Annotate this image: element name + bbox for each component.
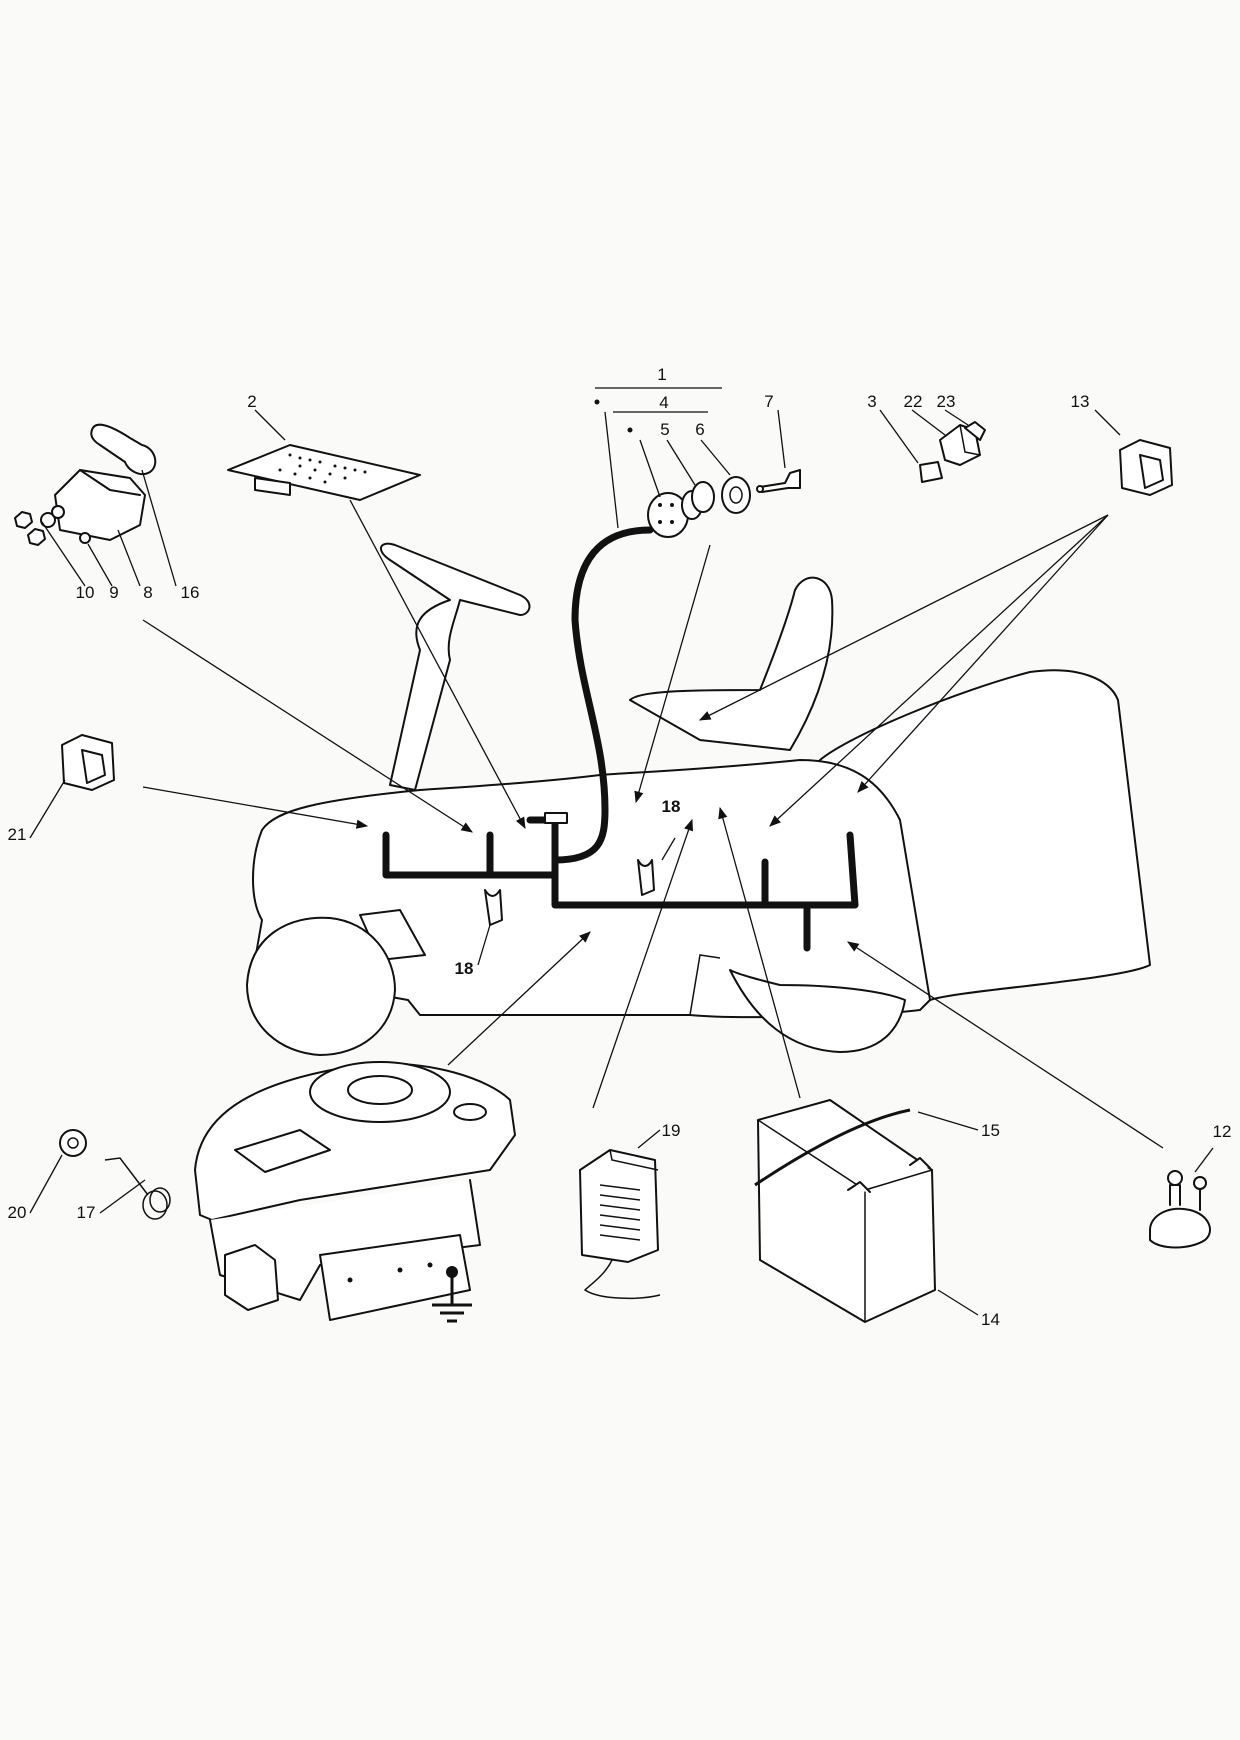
part-23-connector [964, 421, 986, 441]
tractor-outline [246, 542, 1151, 1056]
label-17: 17 [77, 1203, 96, 1222]
part-13-switch [1119, 439, 1173, 496]
leader-lines [29, 387, 1214, 1316]
label-14: 14 [981, 1310, 1000, 1329]
label-15: 15 [981, 1121, 1000, 1140]
part-6-ring [721, 476, 751, 514]
ground-symbol-icon [432, 1266, 472, 1323]
label-12: 12 [1213, 1122, 1232, 1141]
part-5-nut [681, 481, 715, 520]
part-15-strap [754, 1108, 911, 1187]
label-18-upper: 18 [662, 797, 681, 816]
label-19: 19 [662, 1121, 681, 1140]
label-5: 5 [660, 420, 669, 439]
label-18-lower: 18 [455, 959, 474, 978]
part-22-relay [939, 424, 981, 466]
label-23: 23 [937, 392, 956, 411]
label-13: 13 [1071, 392, 1090, 411]
label-8: 8 [143, 583, 152, 602]
part-7-key [756, 469, 801, 493]
part-9-bolt [79, 532, 91, 544]
part-20-washer [59, 1129, 87, 1157]
callout-labels: 1 2 3 4 5 6 7 8 9 10 12 13 14 15 16 17 1… [8, 365, 1232, 1329]
part-21-switch [61, 734, 115, 791]
label-20: 20 [8, 1203, 27, 1222]
part-2-circuit-board [227, 444, 421, 501]
part-10-nuts [14, 511, 46, 546]
part-12-terminal [1149, 1170, 1211, 1249]
label-7: 7 [764, 392, 773, 411]
part-16-terminal-cap [90, 423, 157, 476]
label-3: 3 [867, 392, 876, 411]
part-3-fuse [919, 461, 943, 483]
harness-clip-18b [637, 859, 655, 896]
label-2: 2 [247, 392, 256, 411]
label-9: 9 [109, 583, 118, 602]
label-10: 10 [76, 583, 95, 602]
arrows [142, 499, 1164, 1149]
label-22: 22 [904, 392, 923, 411]
label-1: 1 [657, 365, 666, 384]
label-21: 21 [8, 825, 27, 844]
bullet-1 [594, 399, 600, 405]
label-6: 6 [695, 420, 704, 439]
part-19-battery-charger [579, 1149, 661, 1300]
part-8-solenoid [40, 469, 146, 541]
label-16: 16 [181, 583, 200, 602]
wiring-harness [382, 526, 859, 952]
label-4: 4 [659, 393, 668, 412]
part-17-ground-wire [104, 1157, 171, 1220]
bullet-4 [627, 427, 633, 433]
engine [194, 1061, 516, 1321]
harness-clip-18a [484, 889, 503, 926]
